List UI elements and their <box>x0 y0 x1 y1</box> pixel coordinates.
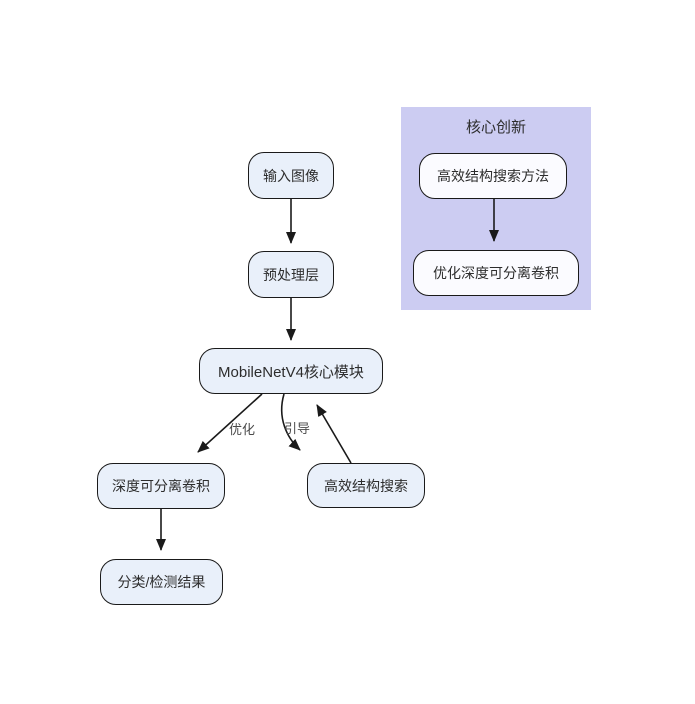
node-optimized-depthwise-conv: 优化深度可分离卷积 <box>413 250 579 296</box>
node-depthwise-separable-conv-label: 深度可分离卷积 <box>112 478 210 494</box>
innovation-panel-title: 核心创新 <box>465 119 526 136</box>
node-preprocess-layer-label: 预处理层 <box>263 266 319 283</box>
node-efficient-search-method: 高效结构搜索方法 <box>419 153 567 199</box>
node-efficient-search-method-label: 高效结构搜索方法 <box>437 168 549 184</box>
node-optimized-depthwise-conv-label: 优化深度可分离卷积 <box>433 265 559 281</box>
node-depthwise-separable-conv: 深度可分离卷积 <box>97 463 225 509</box>
edge-core-to-nas <box>280 393 301 451</box>
edge-label-guide: 引导 <box>284 421 311 436</box>
node-efficient-structure-search: 高效结构搜索 <box>307 463 425 508</box>
node-preprocess-layer: 预处理层 <box>248 251 334 298</box>
edge-nas-to-core <box>316 404 352 464</box>
edge-core-to-dsconv <box>197 393 263 453</box>
node-mobilenetv4-core-label: MobileNetV4核心模块 <box>218 363 364 381</box>
node-mobilenetv4-core: MobileNetV4核心模块 <box>199 348 383 394</box>
edge-label-optimize: 优化 <box>229 422 256 437</box>
node-input-image: 输入图像 <box>248 152 334 199</box>
node-classification-detection-result: 分类/检测结果 <box>100 559 223 605</box>
node-efficient-structure-search-label: 高效结构搜索 <box>324 477 408 494</box>
node-classification-detection-result-label: 分类/检测结果 <box>117 574 206 590</box>
node-input-image-label: 输入图像 <box>263 167 319 184</box>
